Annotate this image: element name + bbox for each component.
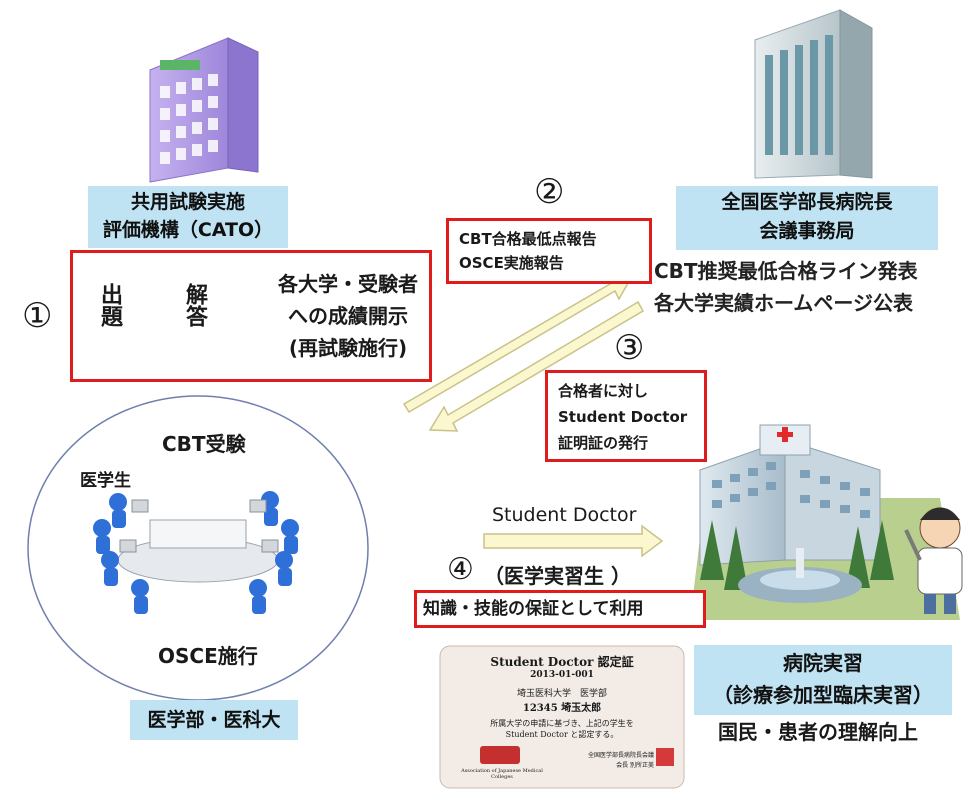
certificate-student: 12345 埼玉太郎 bbox=[522, 703, 602, 714]
step3-number: ③ bbox=[614, 328, 645, 368]
certificate-signer: 会長 別所正美 bbox=[616, 762, 654, 769]
certificate-statement2: Student Doctor と認定する。 bbox=[505, 730, 619, 739]
cato-label: 共用試験実施 評価機構（CATO） bbox=[88, 186, 288, 248]
cato-building-icon bbox=[149, 37, 259, 183]
step3-box: 合格者に対し Student Doctor 証明証の発行 bbox=[545, 370, 707, 462]
seal-stamp-icon bbox=[656, 748, 674, 766]
step3-line2: Student Doctor bbox=[558, 408, 688, 426]
hospital-icon bbox=[690, 424, 960, 620]
step2-line1: CBT合格最低点報告 bbox=[459, 230, 597, 248]
certificate-content: Student Doctor 認定証 2013-01-001 埼玉医科大学 医学… bbox=[446, 650, 678, 784]
hospital-label-line2: （診療参加型臨床実習） bbox=[713, 683, 933, 707]
council-building-icon bbox=[754, 9, 873, 179]
hospital-label-line1: 病院実習 bbox=[783, 651, 863, 675]
step4-arrow bbox=[483, 524, 664, 558]
step1-box bbox=[70, 250, 432, 382]
certificate-title: Student Doctor 認定証 bbox=[490, 655, 634, 669]
step4-number: ④ bbox=[447, 552, 474, 587]
council-note: CBT推奨最低合格ライン発表 各大学実績ホームページ公表 bbox=[654, 255, 972, 319]
ajmc-logo-icon bbox=[480, 746, 520, 764]
hospital-note: 国民・患者の理解向上 bbox=[718, 720, 918, 744]
step1-number: ① bbox=[22, 296, 53, 336]
hospital-label: 病院実習 （診療参加型臨床実習） bbox=[694, 645, 952, 715]
students-computers-icon bbox=[93, 491, 299, 614]
council-label-line1: 全国医学部長病院長 bbox=[721, 191, 893, 213]
step4-sub-label: （医学実習生 ） bbox=[484, 564, 631, 588]
certificate-number: 2013-01-001 bbox=[530, 670, 594, 680]
step1-shutsudai: 出題 bbox=[97, 283, 122, 327]
step4-arrow-label: Student Doctor bbox=[492, 504, 637, 526]
osce-label: OSCE施行 bbox=[158, 644, 258, 668]
council-label-line2: 会議事務局 bbox=[759, 220, 855, 242]
step1-disclose: 各大学・受験者 への成績開示 (再試験施行) bbox=[268, 268, 428, 364]
step1-disclose-line1: 各大学・受験者 bbox=[278, 272, 418, 296]
doctor-icon bbox=[904, 507, 963, 614]
step1-disclose-line2: への成績開示 bbox=[288, 304, 408, 328]
medical-student-label: 医学生 bbox=[80, 471, 131, 491]
certificate-org-caption: Association of Japanese Medical Colleges bbox=[461, 768, 543, 780]
council-label: 全国医学部長病院長 会議事務局 bbox=[676, 186, 938, 250]
certificate-school: 埼玉医科大学 医学部 bbox=[516, 689, 607, 699]
cato-label-line2: 評価機構（CATO） bbox=[102, 219, 274, 241]
step4-box: 知識・技能の保証として利用 bbox=[414, 590, 706, 628]
cbt-exam-label: CBT受験 bbox=[162, 432, 246, 456]
certificate-council-caption: 全国医学部長病院長会議 bbox=[587, 752, 654, 759]
certificate-statement1: 所属大学の申請に基づき、上記の学生を bbox=[490, 719, 634, 728]
step1-disclose-line3: (再試験施行) bbox=[288, 336, 408, 360]
council-note-line2: 各大学実績ホームページ公表 bbox=[654, 291, 913, 315]
university-label: 医学部・医科大 bbox=[130, 700, 298, 740]
council-note-line1: CBT推奨最低合格ライン発表 bbox=[654, 259, 918, 283]
step2-line2: OSCE実施報告 bbox=[459, 254, 564, 272]
cato-label-line1: 共用試験実施 bbox=[130, 191, 245, 213]
step3-line1: 合格者に対し bbox=[558, 382, 649, 400]
step2-box: CBT合格最低点報告 OSCE実施報告 bbox=[446, 218, 652, 284]
step1-kaitou: 解答 bbox=[182, 283, 207, 327]
step3-line3: 証明証の発行 bbox=[558, 434, 649, 452]
step2-number: ② bbox=[534, 172, 565, 212]
